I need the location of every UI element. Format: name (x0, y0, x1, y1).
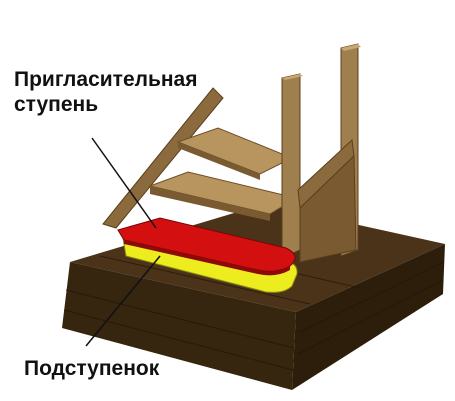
label-invitation-step: Пригласительная ступень (14, 67, 198, 117)
platform-front-face (62, 262, 296, 390)
label-invitation-step-line2: ступень (14, 93, 99, 116)
pointer-line-riser (85, 255, 161, 347)
post-left (281, 73, 301, 259)
stringer-left (102, 87, 224, 229)
pointer-line-tread (91, 137, 157, 229)
label-riser: Подступенок (24, 357, 160, 380)
label-invitation-step-line1: Пригласительная (14, 68, 198, 91)
